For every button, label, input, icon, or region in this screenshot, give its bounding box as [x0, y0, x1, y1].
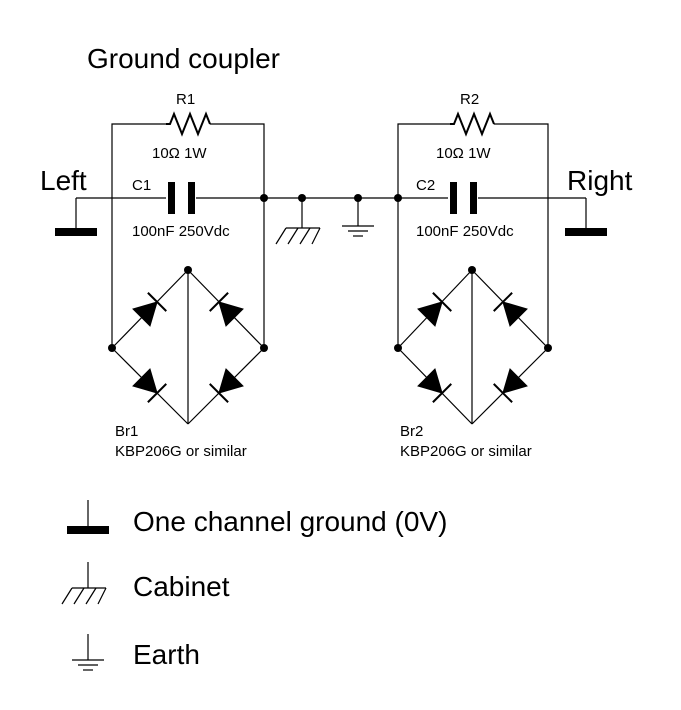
earth-ground-icon: [72, 634, 104, 671]
legend-label: One channel ground (0V): [133, 506, 447, 537]
bridge-rectifier-br1: [108, 266, 268, 425]
left-channel-ground-icon: [55, 228, 97, 236]
capacitor-c2: [450, 182, 477, 214]
right-channel-label: Right: [567, 165, 633, 196]
legend-item-earth: Earth: [72, 634, 200, 671]
legend-item-cabinet: Cabinet: [61, 562, 230, 605]
left-coupler-section: C1 100nF 250Vdc R1 10Ω 1W: [55, 91, 448, 460]
center-ground-node: [275, 194, 374, 245]
br1-ref-label: Br1: [115, 423, 138, 440]
br2-part-label: KBP206G or similar: [400, 443, 532, 460]
resistor-r2: [450, 111, 495, 137]
br1-part-label: KBP206G or similar: [115, 443, 247, 460]
r1-ref-label: R1: [176, 91, 195, 108]
capacitor-c1: [168, 182, 195, 214]
legend-label: Cabinet: [133, 571, 230, 602]
resistor-r1: [166, 111, 211, 137]
earth-ground-icon: [342, 198, 374, 237]
legend-item-channel-ground: One channel ground (0V): [67, 500, 447, 537]
bridge-rectifier-br2: [394, 266, 552, 425]
c1-value-label: 100nF 250Vdc: [132, 223, 230, 240]
r1-value-label: 10Ω 1W: [152, 145, 207, 162]
right-coupler-section: C2 100nF 250Vdc R2 10Ω 1W: [394, 91, 607, 460]
c2-ref-label: C2: [416, 177, 435, 194]
c1-ref-label: C1: [132, 177, 151, 194]
diagram-title: Ground coupler: [87, 43, 280, 74]
br2-ref-label: Br2: [400, 423, 423, 440]
c2-value-label: 100nF 250Vdc: [416, 223, 514, 240]
legend: One channel ground (0V) Cabinet Earth: [61, 500, 447, 671]
right-channel-ground-icon: [565, 228, 607, 236]
channel-ground-icon: [67, 500, 109, 534]
left-channel-label: Left: [40, 165, 87, 196]
cabinet-ground-icon: [61, 562, 107, 605]
cabinet-ground-icon: [275, 198, 321, 245]
r2-ref-label: R2: [460, 91, 479, 108]
r2-value-label: 10Ω 1W: [436, 145, 491, 162]
legend-label: Earth: [133, 639, 200, 670]
